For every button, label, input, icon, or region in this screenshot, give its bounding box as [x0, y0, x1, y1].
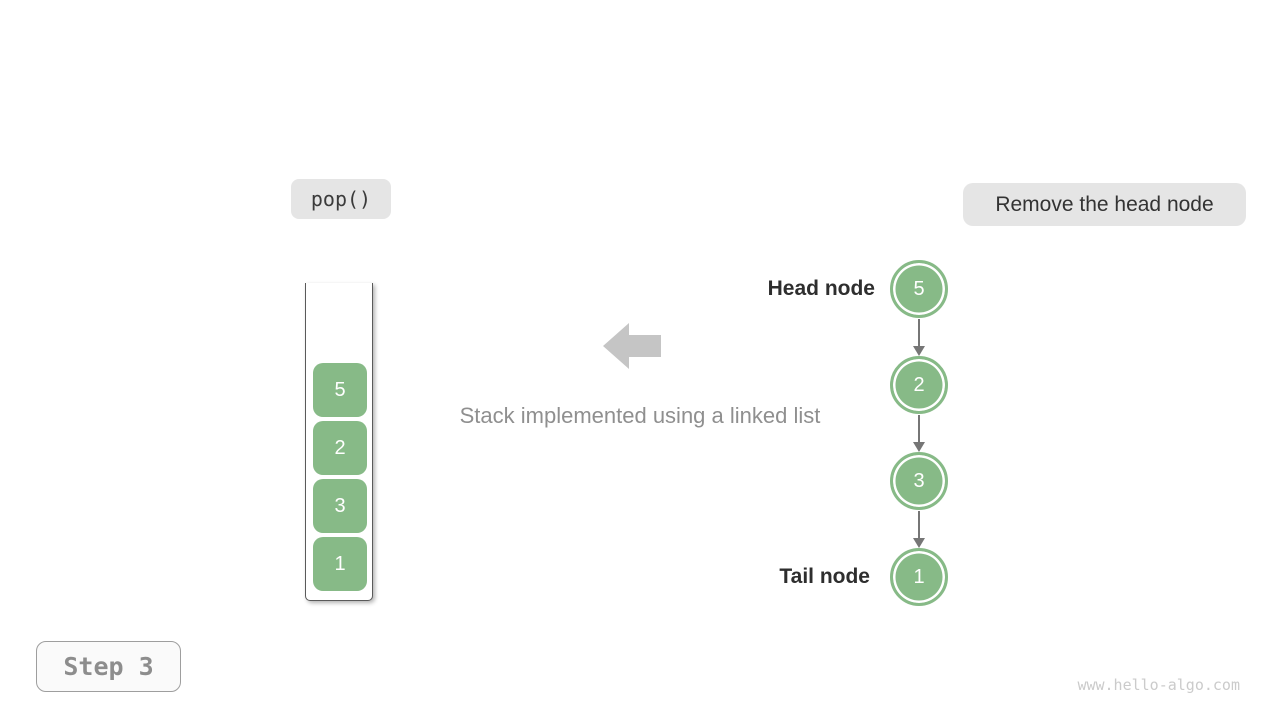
left-arrow-icon	[603, 323, 661, 369]
down-arrow-icon	[907, 415, 931, 452]
watermark-text: www.hello-algo.com	[1077, 676, 1240, 694]
linked-list-node: 2	[890, 356, 948, 414]
caption-text: Stack implemented using a linked list	[459, 403, 821, 428]
down-arrow-icon	[907, 511, 931, 548]
linked-list-node: 1	[890, 548, 948, 606]
stack-item: 2	[313, 421, 367, 475]
linked-list-node: 5	[890, 260, 948, 318]
pop-operation-badge: pop()	[291, 179, 391, 219]
stack-item: 3	[313, 479, 367, 533]
tail-node-label: Tail node	[779, 565, 870, 588]
down-arrow-icon	[907, 319, 931, 356]
head-node-label: Head node	[767, 277, 875, 300]
stack-item: 1	[313, 537, 367, 591]
remove-head-node-badge: Remove the head node	[963, 183, 1246, 226]
step-badge: Step 3	[36, 641, 181, 692]
stack-item: 5	[313, 363, 367, 417]
linked-list-node: 3	[890, 452, 948, 510]
